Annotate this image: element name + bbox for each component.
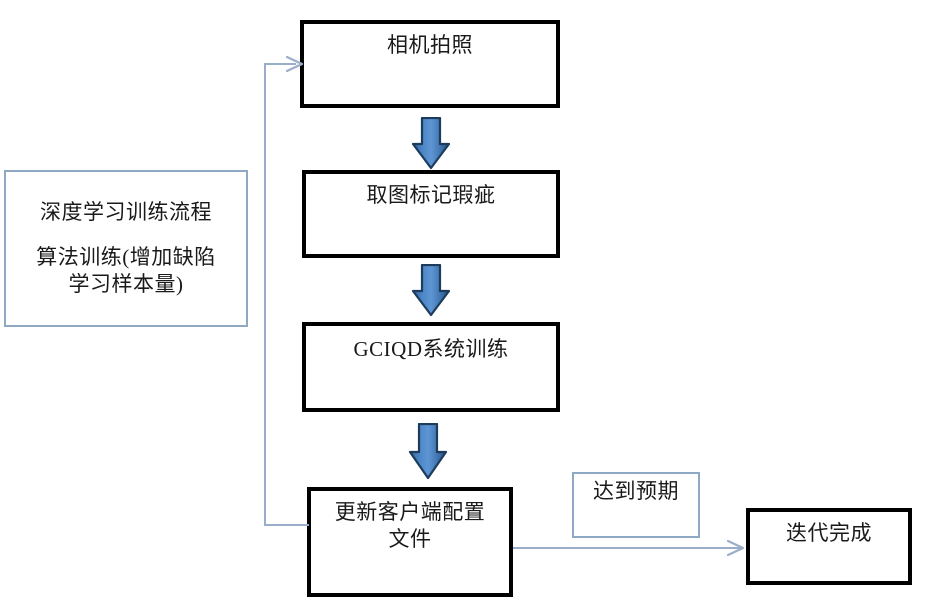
side-panel-deep-learning-training-process: 深度学习训练流程 算法训练(增加缺陷 学习样本量): [4, 170, 248, 327]
node-update-client-config-label: 更新客户端配置 文件: [334, 500, 486, 551]
node-gciqd-training-label: GCIQD系统训练: [353, 337, 509, 361]
node-gciqd-training: GCIQD系统训练: [302, 322, 560, 412]
feedback-line-bottom-segment: [264, 524, 309, 526]
down-block-arrow-3: [408, 423, 448, 480]
feedback-arrowhead-icon: [286, 54, 304, 74]
line-to-iteration-complete: [513, 547, 741, 549]
feedback-line-vertical-segment: [264, 63, 266, 525]
node-meets-expectation: 达到预期: [572, 472, 700, 538]
node-iteration-complete-label: 迭代完成: [786, 521, 872, 545]
node-capture-mark-defect: 取图标记瑕疵: [302, 170, 560, 258]
node-camera-capture: 相机拍照: [300, 20, 560, 108]
feedback-line-top-segment: [264, 63, 296, 65]
down-block-arrow-1: [411, 117, 451, 170]
node-camera-capture-label: 相机拍照: [387, 33, 473, 57]
terminal-arrowhead-icon: [726, 538, 746, 558]
node-iteration-complete: 迭代完成: [746, 508, 912, 585]
down-block-arrow-2: [411, 264, 451, 317]
node-capture-mark-defect-label: 取图标记瑕疵: [366, 183, 496, 207]
node-update-client-config: 更新客户端配置 文件: [307, 487, 513, 597]
node-meets-expectation-label: 达到预期: [593, 479, 679, 503]
side-panel-subtitle: 算法训练(增加缺陷 学习样本量): [36, 245, 216, 296]
side-panel-title: 深度学习训练流程: [40, 200, 212, 225]
